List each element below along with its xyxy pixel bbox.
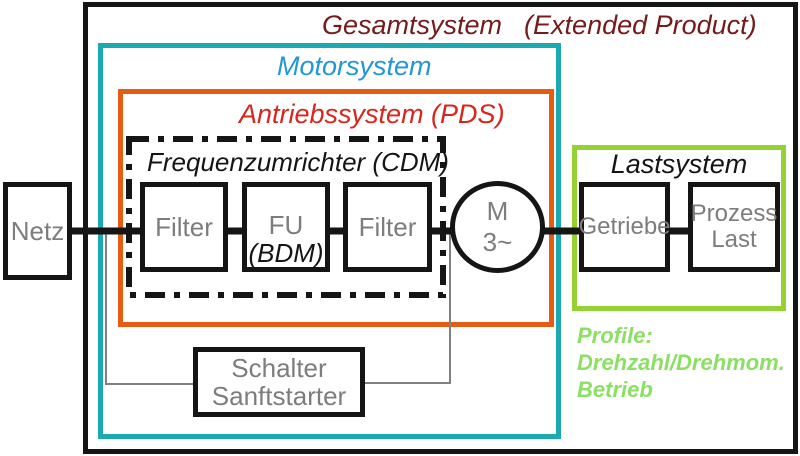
filter-output-label: Filter xyxy=(358,211,417,242)
lastsystem-title: Lastsystem xyxy=(610,149,748,179)
bdm-label: (BDM) xyxy=(248,238,324,268)
motor-phase-label: 3~ xyxy=(482,227,513,257)
motorsystem-title: Motorsystem xyxy=(277,51,432,81)
node-netz: Netz xyxy=(3,182,72,280)
last-label: Last xyxy=(711,226,757,253)
node-getriebe: Getriebe xyxy=(578,182,671,272)
schalter-label: Schalter xyxy=(231,352,327,383)
filter-input-label: Filter xyxy=(155,211,213,242)
profile-line-1: Profile: xyxy=(577,323,653,348)
profile-line-3: Betrieb xyxy=(577,377,653,402)
bypass-line-left xyxy=(105,231,193,385)
motorsystem-frame xyxy=(98,43,561,439)
frequenzumrichter-title: Frequenzumrichter (CDM) xyxy=(147,147,449,177)
node-prozess-last: Prozess Last xyxy=(688,182,780,272)
node-motor: M 3~ xyxy=(450,181,545,273)
frequenzumrichter-dashed-frame xyxy=(126,136,446,298)
node-filter-output: Filter xyxy=(343,182,432,272)
fu-label: FU xyxy=(268,209,304,240)
antriebssystem-title: Antriebssystem (PDS) xyxy=(239,99,505,129)
prozess-label: Prozess xyxy=(690,200,778,228)
getriebe-label: Getriebe xyxy=(578,213,671,241)
node-filter-input: Filter xyxy=(140,182,228,272)
fu-label-block: FU (BDM) xyxy=(248,211,323,267)
motor-label: M xyxy=(486,195,509,226)
node-frequency-converter: FU (BDM) xyxy=(242,182,330,272)
gesamtsystem-title-sub: (Extended Product) xyxy=(524,10,757,40)
antriebssystem-frame xyxy=(118,89,554,327)
gesamtsystem-title: Gesamtsystem (Extended Product) xyxy=(322,12,757,39)
sanftstarter-label: Sanftstarter xyxy=(211,381,347,411)
profile-annotation: Profile: Drehzahl/Drehmom. Betrieb xyxy=(577,322,785,403)
node-schalter-sanftstarter: Schalter Sanftstarter xyxy=(193,347,365,417)
netz-label: Netz xyxy=(10,215,65,246)
profile-line-2: Drehzahl/Drehmom. xyxy=(577,350,785,375)
bypass-line-right xyxy=(365,231,451,384)
gesamtsystem-title-main: Gesamtsystem xyxy=(322,10,503,40)
